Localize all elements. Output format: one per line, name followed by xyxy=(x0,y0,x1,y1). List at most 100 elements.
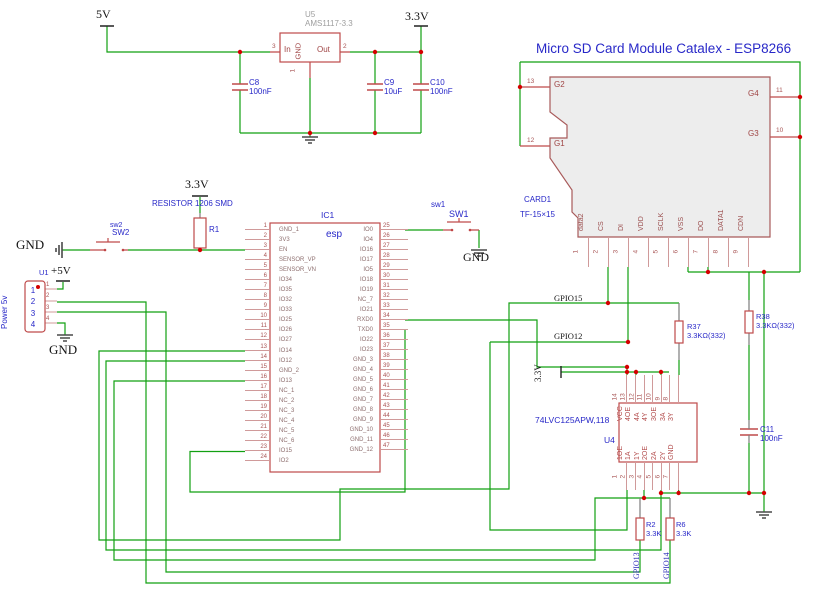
ic1-pin-row: 24 IO2 xyxy=(243,451,377,464)
net-label-3v3-top: 3.3V xyxy=(405,9,429,23)
pin-name: 1OE xyxy=(616,445,624,460)
pin-number: 4 xyxy=(632,249,640,253)
ic1-pin-row: 46 GND_11 xyxy=(303,430,410,443)
u1-pin-number: 1 xyxy=(46,282,50,288)
pin-stub xyxy=(380,428,408,430)
pin-number: 9 xyxy=(654,396,662,400)
u5-ref: U5 xyxy=(305,10,316,19)
component-bodies xyxy=(24,32,771,541)
ic1-pin-row: 40 GND_5 xyxy=(303,370,410,383)
u5-pin-num-out: 2 xyxy=(343,43,347,50)
pin-col: 5 xyxy=(653,237,678,267)
pin-name: SCLK xyxy=(658,212,665,231)
sw1-small-label: sw1 xyxy=(431,200,446,209)
pin-col: 8 xyxy=(713,237,738,267)
r1-body xyxy=(193,217,207,249)
u5-value: AMS1117-3.3 xyxy=(305,19,353,28)
u1-pin-number: 3 xyxy=(46,304,50,311)
pin-name: EN xyxy=(279,246,288,253)
pin-col: 1 xyxy=(573,237,598,267)
pin-name: GND_3 xyxy=(352,356,373,363)
r6-value: 3.3K xyxy=(676,529,692,538)
pin-stub xyxy=(245,289,270,291)
r2-ref: R2 xyxy=(646,520,656,529)
pin-number: 3 xyxy=(612,249,620,253)
pin-col: 2 xyxy=(593,237,618,267)
ic1-pin-row: 11 IO26 xyxy=(243,320,377,333)
pin-number: 10 xyxy=(645,392,653,400)
pin-number: 41 xyxy=(383,382,390,389)
ic1-ref: IC1 xyxy=(321,210,335,220)
pin-number: 33 xyxy=(383,302,390,309)
pin-stub xyxy=(678,462,680,490)
pin-number: 15 xyxy=(260,363,267,370)
gnd-symbol-c11 xyxy=(756,511,772,519)
ic1-pin-row: 26 IO4 xyxy=(303,230,410,243)
pin-number: 36 xyxy=(383,332,390,339)
pin-stub xyxy=(652,462,654,490)
pin-number: 28 xyxy=(383,252,390,259)
pin-stub xyxy=(626,375,628,403)
pin-name: GND_7 xyxy=(352,396,373,403)
pin-col: 10 xyxy=(646,375,666,403)
pin-name: GND_8 xyxy=(352,406,373,413)
pin-number: 18 xyxy=(260,393,267,400)
pin-name: IO18 xyxy=(359,276,373,283)
pin-stub xyxy=(245,269,270,270)
pin-name: IO22 xyxy=(359,336,373,343)
ic1-pin-row: 6 IO34 xyxy=(243,270,377,283)
pin-name: NC_7 xyxy=(357,296,373,303)
ic1-pin-row: 9 IO33 xyxy=(243,300,377,313)
junction-dots xyxy=(36,49,803,501)
gnd-label-left: GND xyxy=(16,237,45,252)
pin-stub xyxy=(635,375,637,403)
ic1-pin-row: 8 IO32 xyxy=(243,290,377,303)
pin-col: 3 xyxy=(628,462,649,490)
pin-number: 22 xyxy=(260,434,267,441)
c8-ref: C8 xyxy=(249,78,260,87)
pin-number: 24 xyxy=(260,454,267,461)
u5-pin-num-gnd: 1 xyxy=(289,68,297,73)
ic1-pin-row: 32 NC_7 xyxy=(303,290,410,303)
card1-pin-g1: G1 xyxy=(554,139,565,148)
pin-stub xyxy=(245,460,270,462)
gnd-symbols xyxy=(55,136,772,519)
pin-name: GND_2 xyxy=(279,367,300,374)
pin-col: 9 xyxy=(733,237,758,267)
pin-number: 29 xyxy=(383,262,390,269)
sw2-small-label: sw2 xyxy=(110,222,123,229)
pin-col: 6 xyxy=(673,237,698,267)
pin-name: IO14 xyxy=(279,347,293,354)
pin-stub xyxy=(667,237,669,267)
card1-num-12: 12 xyxy=(527,137,535,144)
pin-number: 9 xyxy=(732,249,740,253)
pin-stub xyxy=(652,375,654,403)
pin-name-col: VSS xyxy=(678,156,698,231)
u1-body xyxy=(24,280,46,333)
ic1-pin-row: 20 NC_4 xyxy=(243,411,377,424)
r37-body xyxy=(674,320,684,344)
pin-number: 10 xyxy=(260,313,267,320)
pin-number: 4 xyxy=(636,474,644,478)
pin-number: 23 xyxy=(260,444,267,451)
pin-number: 43 xyxy=(383,402,390,409)
pin-stub xyxy=(245,349,270,351)
pin-name: GND_6 xyxy=(352,386,373,393)
pin-number: 1 xyxy=(611,474,619,478)
pin-name: NC_6 xyxy=(279,438,295,445)
pin-stub xyxy=(245,369,270,371)
pin-number: 17 xyxy=(260,383,267,390)
r1-note: RESISTOR 1206 SMD xyxy=(152,199,233,208)
u5-pin-gnd-label: GND xyxy=(293,42,303,60)
ic1-pin-row: 5 SENSOR_VN xyxy=(243,260,377,273)
gnd-symbol-sw1 xyxy=(471,249,487,257)
ic1-body xyxy=(269,222,381,473)
pin-stub xyxy=(626,462,628,490)
c10-value: 100nF xyxy=(430,87,453,96)
pin-stub xyxy=(647,237,649,267)
card1-pin-g4: G4 xyxy=(748,89,759,98)
ic1-pin-row: 34 RXD0 xyxy=(303,310,410,323)
pin-stub xyxy=(380,248,408,250)
pin-number: 2 xyxy=(592,249,600,253)
